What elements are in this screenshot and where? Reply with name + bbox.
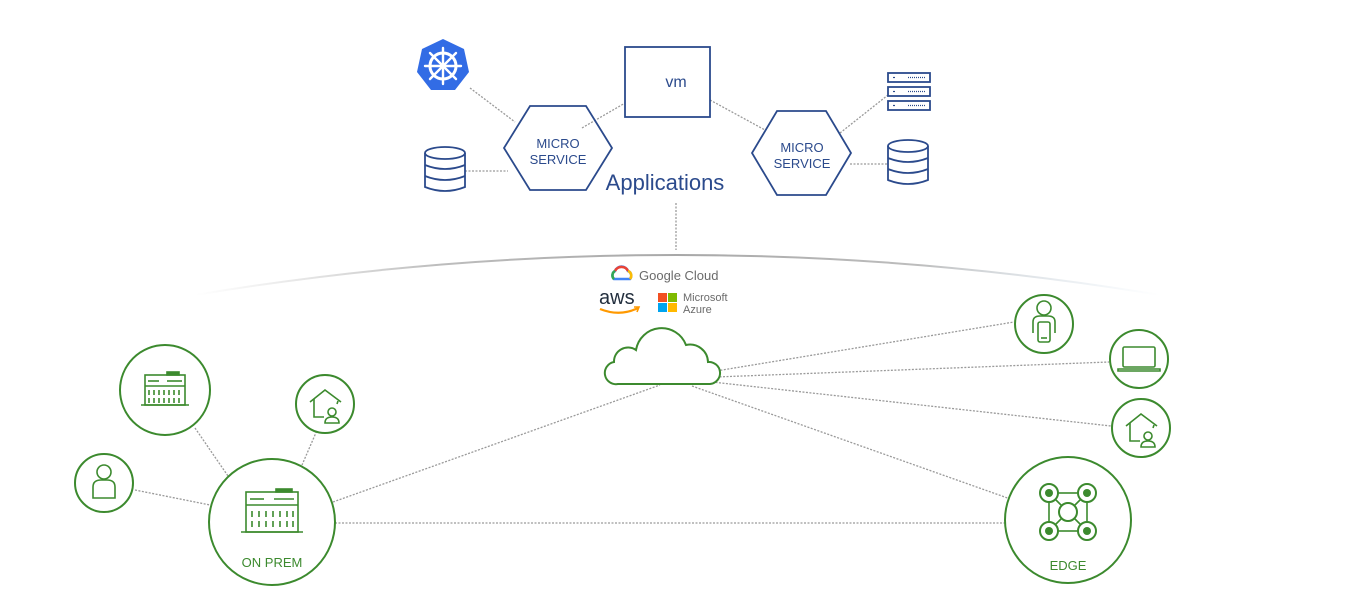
connector-ms-server — [839, 94, 889, 134]
database-icon — [424, 146, 466, 192]
edge-network-icon — [1039, 483, 1097, 541]
home-worker-node — [1111, 398, 1171, 458]
aws-icon — [599, 307, 639, 314]
laptop-node — [1109, 329, 1169, 389]
google-cloud-icon — [611, 265, 633, 281]
microservice-right: MICRO SERVICE — [750, 110, 853, 196]
office-node — [119, 344, 211, 436]
edge-node: EDGE — [1004, 456, 1132, 584]
kubernetes-icon — [417, 39, 469, 90]
laptop-icon — [1117, 346, 1161, 372]
google-cloud-label: Google Cloud — [639, 268, 719, 283]
azure-label-line2: Azure — [683, 304, 712, 316]
mobile-user-node — [1014, 294, 1074, 354]
connector-k8s-ms — [469, 87, 516, 123]
user-icon — [92, 464, 116, 499]
user-node — [74, 453, 134, 513]
applications-title: Applications — [606, 170, 725, 195]
connector-cloud-home — [711, 381, 1112, 427]
home-worker-icon — [1125, 412, 1158, 448]
mobile-user-icon — [1032, 300, 1056, 343]
on-prem-label: ON PREM — [242, 555, 303, 570]
microservice-right-line2: SERVICE — [774, 156, 831, 171]
server-rack-icon — [887, 72, 931, 111]
connector-cloud-edge — [691, 385, 1017, 502]
azure-label-line1: Microsoft — [683, 292, 728, 304]
aws-label: aws — [599, 287, 635, 309]
cloud-icon — [603, 327, 722, 386]
connector-ms-vm — [581, 102, 626, 129]
connector-cloud-laptop — [715, 361, 1110, 378]
edge-label: EDGE — [1050, 558, 1087, 573]
microservice-left-line1: MICRO — [536, 136, 579, 151]
microservice-left-line2: SERVICE — [530, 152, 587, 167]
google-cloud-logo: Google Cloud — [611, 265, 719, 283]
home-worker-node — [295, 374, 355, 434]
connector-vm-ms — [709, 99, 766, 131]
infra-connectors — [134, 321, 1112, 524]
microservice-right-line1: MICRO — [780, 140, 823, 155]
microservice-left: MICRO SERVICE — [502, 105, 614, 191]
azure-icon — [658, 293, 677, 312]
database-icon — [887, 139, 929, 185]
cloud-boundary-arc — [194, 254, 1161, 296]
connector-home-onprem — [301, 427, 319, 466]
vm-icon: vm — [624, 46, 711, 118]
on-prem-building-icon — [241, 488, 303, 533]
aws-logo: aws — [599, 287, 641, 314]
azure-logo: Microsoft Azure — [658, 292, 728, 316]
connector-office-onprem — [194, 427, 229, 477]
home-worker-icon — [309, 388, 342, 424]
connector-user-onprem — [134, 489, 211, 506]
app-connectors — [465, 87, 889, 250]
office-building-icon — [141, 371, 189, 406]
connector-cloud-mobile — [709, 321, 1015, 373]
on-prem-node: ON PREM — [208, 458, 336, 586]
vm-label: vm — [665, 74, 686, 91]
connector-onprem-cloud — [332, 384, 661, 503]
